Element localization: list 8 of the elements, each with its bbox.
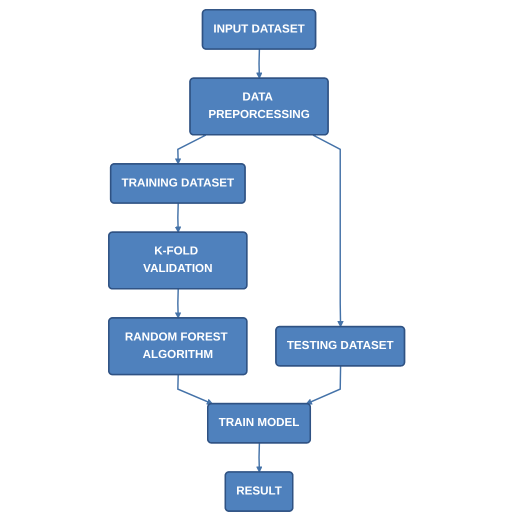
arrow xyxy=(174,203,182,233)
arrow xyxy=(312,134,344,328)
arrow xyxy=(176,374,213,405)
arrow xyxy=(256,49,262,79)
arrow xyxy=(174,134,206,165)
arrow xyxy=(306,366,342,405)
arrow xyxy=(174,289,182,319)
arrow xyxy=(256,443,262,473)
